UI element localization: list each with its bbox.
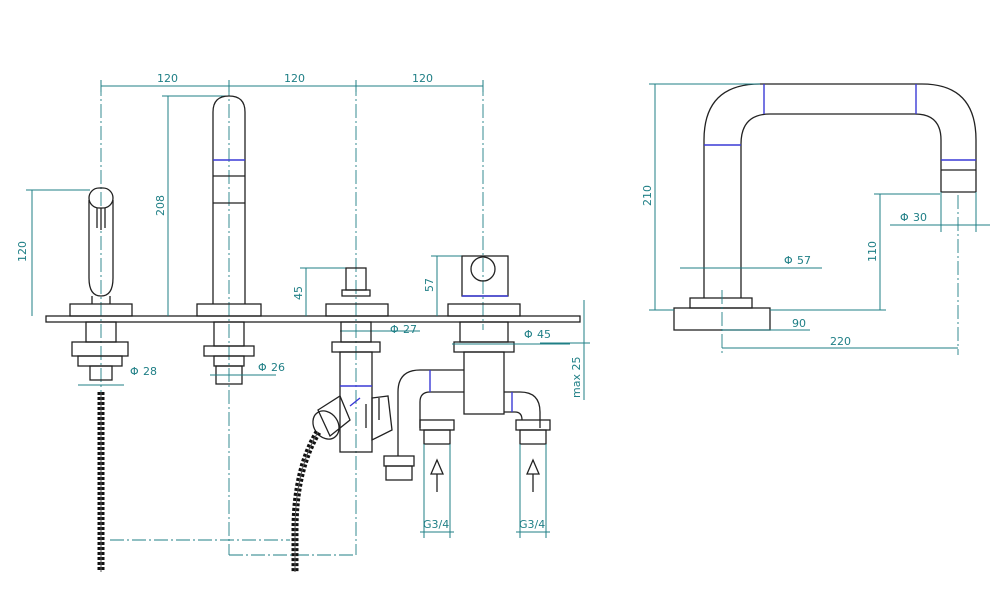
side-spout-inner [740, 113, 942, 298]
dim-dia-spout: 26 [271, 361, 285, 374]
dim-inlet-left: G3/4 [423, 518, 449, 531]
dim-phi-base: Φ [784, 254, 793, 267]
dim-outlet-height: 110 [866, 241, 879, 262]
front-view: 120 120 120 120 208 45 57 max 25 [16, 72, 590, 572]
diverter: Φ 27 [291, 267, 420, 572]
dim-spout-height: 208 [154, 195, 167, 216]
dim-spacing-3: 120 [412, 72, 433, 85]
dim-phi-outlet: Φ [900, 211, 909, 224]
dim-base-dia: 57 [797, 254, 811, 267]
dim-phi-diverter: Φ [390, 323, 399, 336]
dim-spacing-1: 120 [157, 72, 178, 85]
side-spout-outer [703, 83, 977, 298]
deck-plate [45, 315, 581, 323]
dim-phi-mixer: Φ [524, 328, 533, 341]
dim-spacing-2: 120 [284, 72, 305, 85]
dim-phi-handshower: Φ [130, 365, 139, 378]
dim-inlet-right: G3/4 [519, 518, 545, 531]
dim-max-deck: max 25 [570, 357, 583, 398]
dim-handshower-height: 120 [16, 241, 29, 262]
dim-dia-handshower: 28 [143, 365, 157, 378]
dim-outlet-dia: 30 [913, 211, 927, 224]
dim-phi-spout: Φ [258, 361, 267, 374]
dim-dia-mixer: 45 [537, 328, 551, 341]
dim-side-height: 210 [641, 185, 654, 206]
dim-base-offset: 90 [792, 317, 806, 330]
dim-reach: 220 [830, 335, 851, 348]
dim-diverter-height: 45 [292, 286, 305, 300]
handshower: Φ 28 [69, 187, 157, 572]
dim-mixer-height: 57 [423, 278, 436, 292]
side-base [689, 297, 753, 309]
mixer: Φ 45 G3/4 [383, 255, 570, 538]
side-view: 210 110 Φ 30 Φ 57 90 220 [641, 83, 990, 355]
spout: Φ 26 [196, 95, 285, 385]
dim-dia-diverter: 27 [403, 323, 417, 336]
